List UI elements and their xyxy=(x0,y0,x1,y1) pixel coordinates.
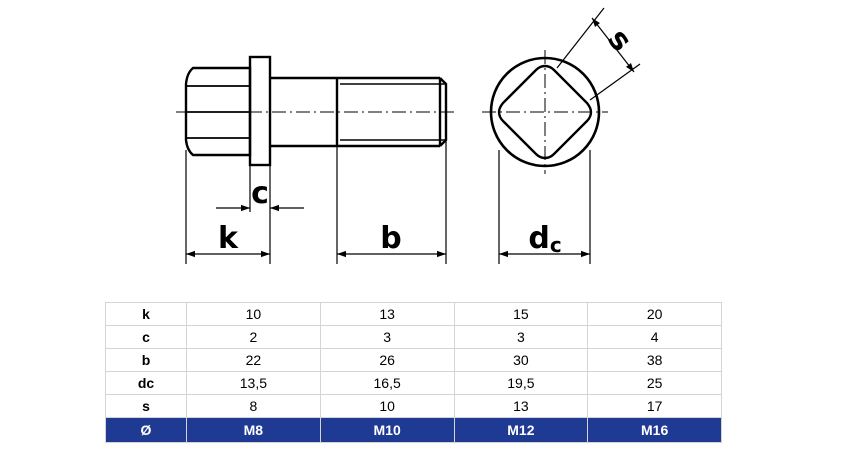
bolt-technical-drawing: k c b s dc xyxy=(176,7,641,264)
dimension-s-line xyxy=(591,17,635,73)
value-cell: 25 xyxy=(587,371,722,395)
value-cell: 20 xyxy=(587,302,722,326)
dimension-dc-main: d xyxy=(528,221,549,256)
value-cell: 3 xyxy=(453,325,589,349)
bolt-side-view xyxy=(184,55,448,167)
param-cell: b xyxy=(105,348,187,372)
value-cell: 10 xyxy=(186,302,321,326)
value-cell: 19,5 xyxy=(453,371,589,395)
dimension-dc-subscript: c xyxy=(550,233,562,257)
value-cell: 15 xyxy=(453,302,589,326)
hex-head xyxy=(184,66,252,157)
value-cell: 13 xyxy=(319,302,455,326)
size-cell: M12 xyxy=(453,417,589,443)
value-cell: 2 xyxy=(186,325,321,349)
param-cell: dc xyxy=(105,371,187,395)
dimension-dc-extension xyxy=(498,150,591,264)
value-cell: 10 xyxy=(319,394,455,418)
dimension-dc-label: dc xyxy=(528,221,561,257)
size-row-header: Ø xyxy=(105,417,187,443)
value-cell: 4 xyxy=(587,325,722,349)
size-cell: M16 xyxy=(587,417,722,443)
value-cell: 8 xyxy=(186,394,321,418)
value-cell: 16,5 xyxy=(319,371,455,395)
dimension-c-label: c xyxy=(251,176,269,211)
size-cell: M10 xyxy=(319,417,455,443)
value-cell: 22 xyxy=(186,348,321,372)
extension-lines xyxy=(185,140,447,264)
flange xyxy=(248,55,272,167)
value-cell: 38 xyxy=(587,348,722,372)
dimension-b-label: b xyxy=(380,221,401,256)
size-cell: M8 xyxy=(186,417,321,443)
value-cell: 30 xyxy=(453,348,589,372)
value-cell: 13 xyxy=(453,394,589,418)
param-cell: k xyxy=(105,302,187,326)
value-cell: 17 xyxy=(587,394,722,418)
param-cell: c xyxy=(105,325,187,349)
value-cell: 13,5 xyxy=(186,371,321,395)
value-cell: 3 xyxy=(319,325,455,349)
param-cell: s xyxy=(105,394,187,418)
value-cell: 26 xyxy=(319,348,455,372)
dimension-k-label: k xyxy=(218,221,239,256)
